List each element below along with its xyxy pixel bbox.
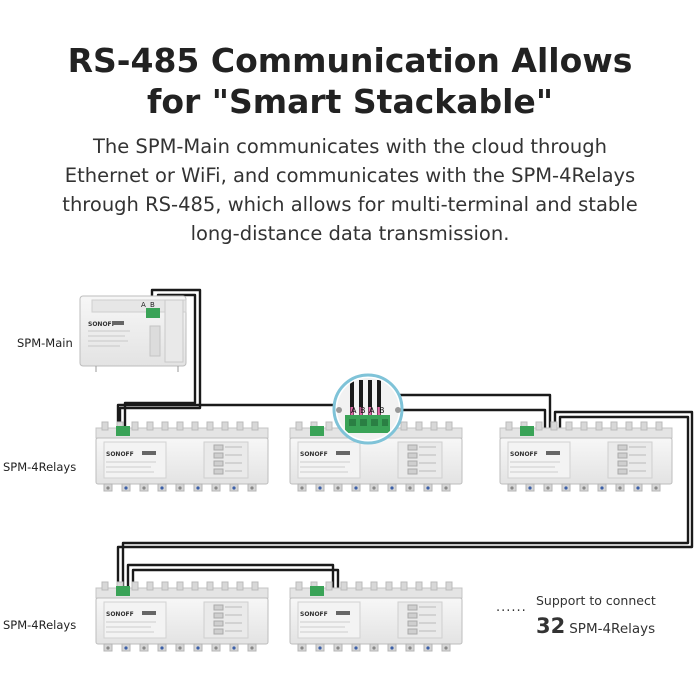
description-line-3: through RS-485, which allows for multi-t… xyxy=(62,193,638,216)
description: The SPM-Main communicates with the cloud… xyxy=(30,132,670,248)
page-title: RS-485 Communication Allows for "Smart S… xyxy=(0,40,700,122)
relay-brand-logo: SONOFF xyxy=(106,451,134,458)
continuation-ellipsis: ...... xyxy=(496,600,527,615)
main-terminal-a-label: A xyxy=(141,301,146,309)
main-brand-logo: SONOFF xyxy=(88,321,116,328)
description-line-4: long-distance data transmission. xyxy=(190,222,510,245)
description-line-1: The SPM-Main communicates with the cloud… xyxy=(92,135,608,158)
rs485-terminal-block xyxy=(310,426,324,436)
rs485-terminal-block xyxy=(520,426,534,436)
zoom-terminal-label-1: A xyxy=(351,406,357,415)
title-line-2: for "Smart Stackable" xyxy=(146,82,554,121)
relay-brand-logo: SONOFF xyxy=(300,611,328,618)
title-line-1: RS-485 Communication Allows xyxy=(67,41,633,80)
spm-4relays-row1-device-2: SONOFF xyxy=(289,421,463,492)
zoom-terminal-label-2: B xyxy=(360,406,366,415)
spm-main-label: SPM-Main xyxy=(17,336,73,350)
spm-4relays-row1-device-1: SONOFF xyxy=(95,421,269,492)
main-terminal-b-label: B xyxy=(150,301,155,309)
spm-4relays-row1-device-3: SONOFF xyxy=(499,421,673,492)
support-count: 32 xyxy=(536,614,566,638)
terminal-zoom-detail: A B A B xyxy=(332,373,404,445)
relay-brand-logo: SONOFF xyxy=(300,451,328,458)
spm-4relays-row2-device-2: SONOFF xyxy=(289,581,463,652)
support-count-unit: SPM-4Relays xyxy=(569,621,656,637)
description-line-2: Ethernet or WiFi, and communicates with … xyxy=(64,164,636,187)
rs485-terminal-block xyxy=(116,586,130,596)
spm-4relays-row2-device-1: SONOFF xyxy=(95,581,269,652)
spm-4relays-row1-label: SPM-4Relays xyxy=(3,460,77,474)
zoom-terminal-label-3: A xyxy=(369,406,375,415)
rs485-terminal-block xyxy=(116,426,130,436)
main-terminal-block xyxy=(146,308,160,318)
support-text: Support to connect xyxy=(536,593,656,608)
spm-main-device: A B SONOFF xyxy=(79,295,187,372)
rs485-terminal-block xyxy=(310,586,324,596)
rs485-cables xyxy=(116,288,694,588)
relay-brand-logo: SONOFF xyxy=(510,451,538,458)
spm-4relays-row2-label: SPM-4Relays xyxy=(3,618,77,632)
relay-brand-logo: SONOFF xyxy=(106,611,134,618)
zoom-terminal-label-4: B xyxy=(379,406,385,415)
